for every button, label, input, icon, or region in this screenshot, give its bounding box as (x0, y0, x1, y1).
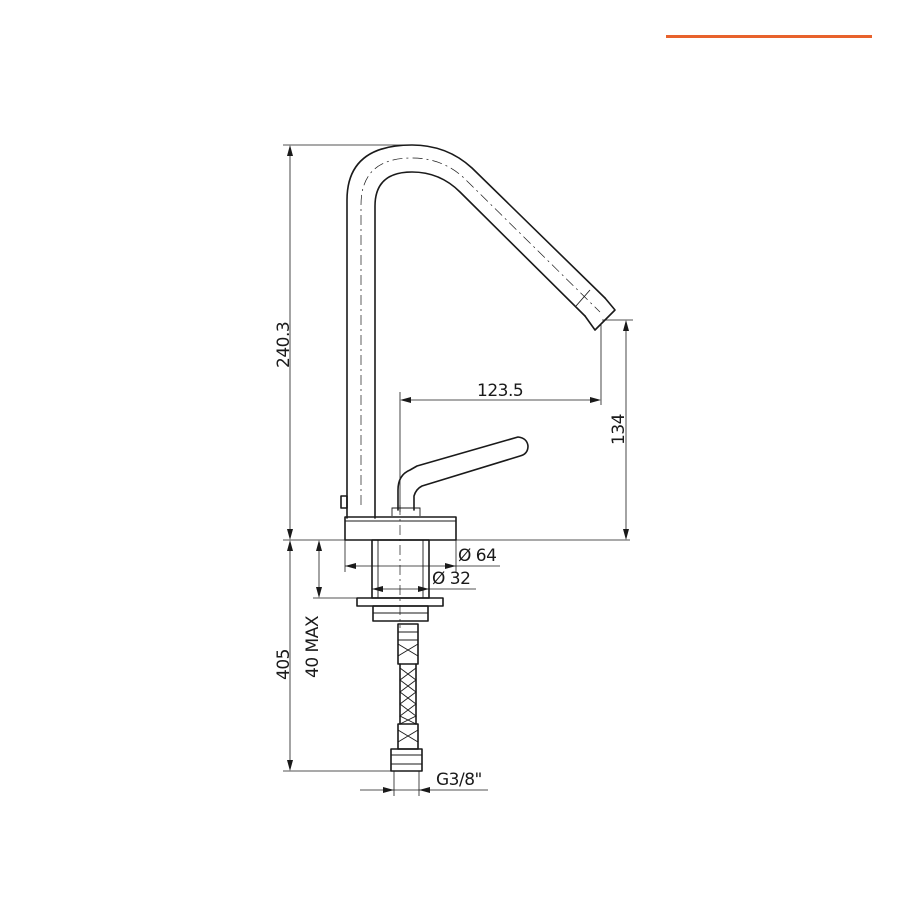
connection-label: G3/8" (436, 770, 482, 790)
dimension-max-thickness: 40 MAX (303, 540, 357, 678)
faucet-body (340, 144, 616, 772)
spout-reach-label: 123.5 (477, 381, 523, 401)
dimension-connection: G3/8" (360, 770, 488, 796)
lever-neck (391, 507, 421, 516)
spout-centerline (360, 157, 601, 505)
accent-bar (666, 35, 872, 38)
hose-connector-nut (390, 748, 423, 772)
max-thickness-label: 40 MAX (303, 615, 323, 678)
spout-inner (374, 171, 586, 519)
hose-top-fitting (397, 623, 419, 665)
side-knob (340, 495, 348, 509)
spout-tip (584, 297, 616, 331)
base-escutcheon (344, 516, 457, 541)
spout-height-label: 134 (609, 414, 629, 445)
base-diameter-label: Ø 64 (458, 546, 496, 566)
spout-tip-ring (575, 289, 591, 307)
spout-outer (346, 144, 606, 519)
dimension-spout-reach: 123.5 (399, 325, 602, 512)
flexible-hose (390, 623, 423, 772)
total-height-label: 240.3 (274, 322, 294, 368)
dimension-shank-diameter: Ø 32 (372, 569, 476, 592)
dimension-base-diameter: Ø 64 (344, 540, 500, 572)
dimension-hose-length: 405 (274, 540, 391, 772)
shank-diameter-label: Ø 32 (432, 569, 470, 589)
fixing-nut (372, 605, 429, 622)
dimension-total-height: 240.3 (274, 144, 630, 541)
dimension-spout-height: 134 (602, 319, 633, 540)
lever-handle (397, 436, 529, 511)
hose-length-label: 405 (274, 649, 294, 680)
